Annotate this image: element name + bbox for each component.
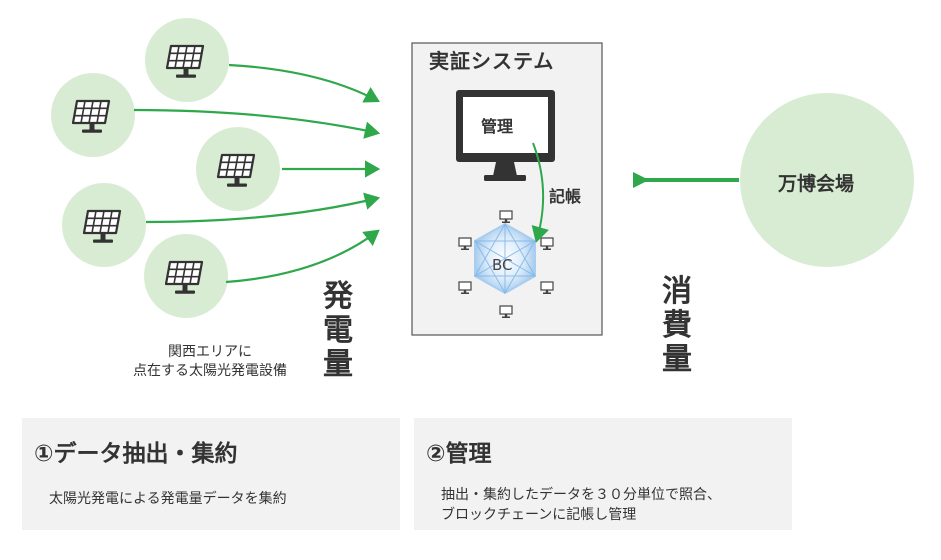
ledger-arrow	[531, 142, 549, 243]
step-description: ブロックチェーンに記帳し管理	[441, 507, 637, 523]
solar-node	[196, 127, 280, 211]
generation-caption: 関西エリアに 点在する太陽光発電設備	[100, 343, 320, 381]
caption-line: 関西エリアに	[168, 344, 252, 360]
generation-vertical-label: 発電量	[321, 280, 355, 382]
step-panel-extract: ①データ抽出・集約 太陽光発電による発電量データを集約	[22, 418, 400, 530]
solar-node	[144, 234, 228, 318]
generation-label-text: 発電量	[323, 279, 353, 382]
venue-circle	[740, 93, 914, 267]
caption-line: 点在する太陽光発電設備	[133, 363, 287, 379]
computer-monitor-icon	[456, 90, 555, 181]
generation-arrow	[225, 229, 380, 284]
step-description: 太陽光発電による発電量データを集約	[49, 491, 287, 507]
generation-arrow	[228, 63, 380, 103]
step-title: ①データ抽出・集約	[34, 441, 238, 467]
monitor-label: 管理	[481, 117, 514, 136]
step-panel-manage: ②管理 抽出・集約したデータを３０分単位で照合、 ブロックチェーンに記帳し管理	[414, 418, 792, 530]
blockchain-label: BC	[492, 256, 513, 274]
generation-arrow	[133, 108, 381, 139]
system-title: 実証システム	[429, 49, 555, 73]
generation-arrow	[145, 192, 381, 224]
consumption-vertical-label: 消費量	[660, 275, 694, 377]
solar-node	[51, 73, 135, 157]
solar-node	[145, 18, 229, 102]
consumption-label-text: 消費量	[662, 274, 692, 377]
solar-node	[62, 183, 146, 267]
step-title: ②管理	[426, 441, 492, 467]
venue-label: 万博会場	[778, 173, 855, 195]
step-description: 抽出・集約したデータを３０分単位で照合、	[441, 487, 721, 503]
ledger-label: 記帳	[549, 187, 582, 206]
